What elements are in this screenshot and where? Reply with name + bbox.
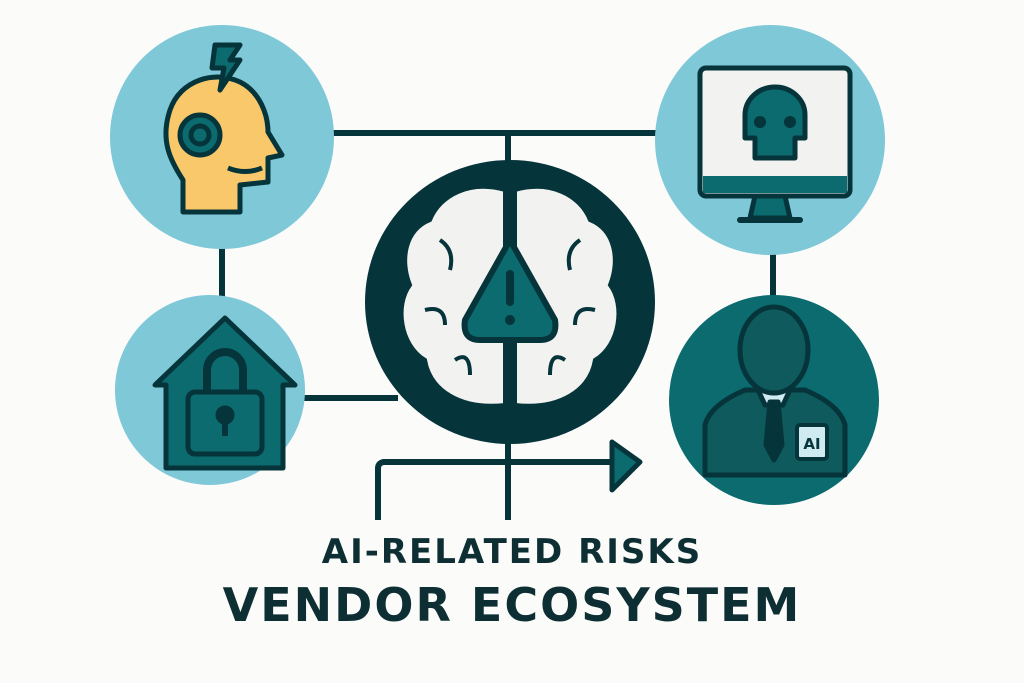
title-line-1: AI-RELATED RISKS xyxy=(321,532,703,572)
ai-badge-label: AI xyxy=(803,435,820,453)
house-lock-icon xyxy=(152,315,298,471)
head-node xyxy=(110,25,334,249)
brain-warning-icon xyxy=(399,184,621,408)
vendor-node: AI xyxy=(669,295,879,505)
brain-node xyxy=(365,160,655,444)
arrow-head-icon xyxy=(609,439,643,493)
head-lightning-icon xyxy=(163,42,285,215)
monitor-node xyxy=(655,25,885,255)
connector-lines xyxy=(219,130,776,520)
house-node xyxy=(115,295,305,485)
monitor-skull-icon xyxy=(697,65,853,223)
businessman-ai-icon xyxy=(702,304,848,478)
title-line-2: VENDOR ECOSYSTEM xyxy=(222,578,802,632)
